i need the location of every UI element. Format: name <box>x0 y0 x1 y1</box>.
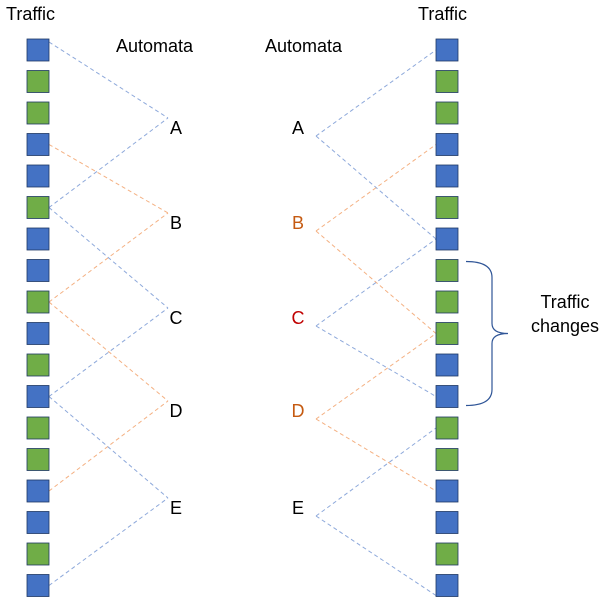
right-edge <box>315 418 437 492</box>
left-traffic-square-blue <box>26 164 50 188</box>
left-edge <box>48 207 169 309</box>
left-edge <box>48 41 169 119</box>
left-traffic-square-blue <box>26 227 50 251</box>
right-node-c: C <box>291 308 305 328</box>
right-automata-title: Automata <box>265 36 343 56</box>
left-edge <box>48 144 169 214</box>
right-traffic-square-green <box>435 259 459 282</box>
left-traffic-square-green <box>26 448 50 471</box>
right-edge <box>315 333 437 420</box>
right-traffic-title: Traffic <box>418 4 468 24</box>
left-traffic-square-green <box>26 353 50 377</box>
left-traffic-square-green <box>26 416 50 440</box>
left-traffic-square-blue <box>26 385 50 408</box>
right-traffic-square-green <box>435 196 459 219</box>
left-traffic-square-blue <box>26 322 50 345</box>
right-traffic-square-blue <box>435 574 459 597</box>
left-edge <box>48 396 169 499</box>
left-node-a: A <box>169 118 183 138</box>
right-traffic-square-blue <box>435 227 459 251</box>
left-traffic-square-green <box>26 290 50 314</box>
right-traffic-square-blue <box>435 133 459 156</box>
left-traffic-square-blue <box>26 38 50 62</box>
right-traffic-square-blue <box>435 479 459 503</box>
left-node-e: E <box>169 498 183 518</box>
right-traffic-square-green <box>435 448 459 471</box>
right-edge <box>315 325 437 397</box>
left-traffic-square-green <box>26 196 50 219</box>
right-edge <box>315 515 437 596</box>
annotation-line-2: changes <box>530 316 600 336</box>
traffic-changes-annotation: Traffic changes <box>522 290 608 338</box>
right-edge <box>315 135 437 240</box>
left-automata-title: Automata <box>116 36 194 56</box>
right-traffic-square-blue <box>435 511 459 534</box>
right-traffic-square-green <box>435 290 459 314</box>
right-node-b: B <box>291 213 305 233</box>
left-traffic-square-blue <box>26 511 50 534</box>
left-edge <box>48 497 169 586</box>
right-traffic-square-blue <box>435 164 459 188</box>
left-node-b: B <box>169 213 183 233</box>
right-traffic-square-green <box>435 542 459 566</box>
left-node-c: C <box>169 308 183 328</box>
right-edge <box>315 238 437 327</box>
left-edge <box>48 301 169 402</box>
left-traffic-square-green <box>26 542 50 566</box>
right-traffic-square-green <box>435 101 459 125</box>
left-traffic-title: Traffic <box>6 4 56 24</box>
left-traffic-square-blue <box>26 574 50 597</box>
left-edge <box>48 212 169 303</box>
left-traffic-square-green <box>26 70 50 93</box>
left-traffic-square-blue <box>26 479 50 503</box>
left-traffic-square-blue <box>26 133 50 156</box>
right-traffic-square-blue <box>435 353 459 377</box>
left-traffic-square-green <box>26 101 50 125</box>
right-traffic-square-blue <box>435 385 459 408</box>
left-traffic-square-blue <box>26 259 50 282</box>
right-edge <box>315 144 437 232</box>
right-node-e: E <box>291 498 305 518</box>
right-edge <box>315 49 437 137</box>
right-traffic-square-green <box>435 70 459 93</box>
right-edge <box>315 230 437 334</box>
right-node-d: D <box>291 401 305 421</box>
right-edge <box>315 427 437 517</box>
left-edge <box>48 117 169 208</box>
left-edge <box>48 400 169 492</box>
annotation-line-1: Traffic <box>540 292 590 312</box>
left-node-d: D <box>169 401 183 421</box>
right-node-a: A <box>291 118 305 138</box>
right-traffic-square-green <box>435 416 459 440</box>
left-edge <box>48 307 169 397</box>
right-traffic-square-green <box>435 322 459 345</box>
curly-brace <box>465 260 509 407</box>
right-traffic-square-blue <box>435 38 459 62</box>
